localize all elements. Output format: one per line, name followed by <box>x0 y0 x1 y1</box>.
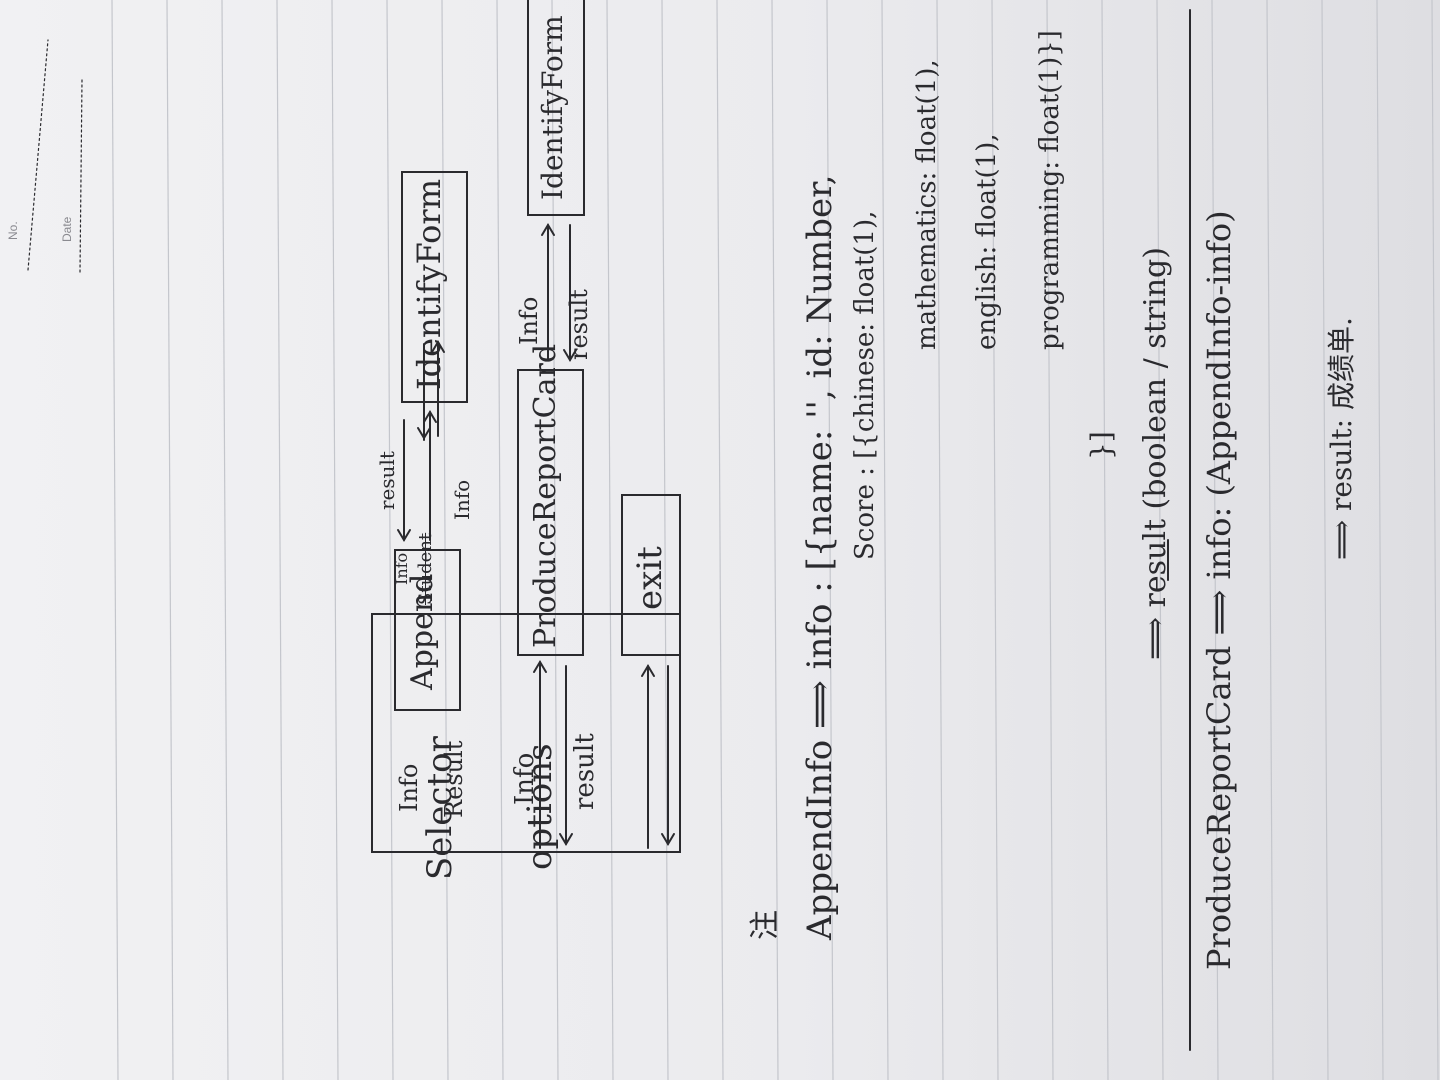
note-english-line: english: float(1), <box>972 133 1002 350</box>
ruling-line <box>1046 0 1054 1080</box>
produce-box <box>517 369 584 656</box>
ruling-line <box>771 0 779 1080</box>
ruling-line <box>881 0 889 1080</box>
append-box-overwrite: Student <box>415 532 436 605</box>
ruling-line <box>1156 0 1164 1080</box>
ruling-line <box>1321 0 1329 1080</box>
note-margin-mark: 注 <box>748 910 783 940</box>
ruling-line <box>991 0 999 1080</box>
note-produce-result-line: ⟹ result: 成绩单. <box>1325 317 1358 560</box>
arrow-label-sel-append-result: Result <box>440 740 468 818</box>
ruling-line <box>1211 0 1219 1080</box>
append-box-insert: Info <box>392 552 411 585</box>
identify-bottom-box <box>527 0 585 216</box>
ruling-line <box>166 0 174 1080</box>
ruling-line <box>716 0 724 1080</box>
arrow-label-produce-identify-result: result <box>565 289 593 360</box>
arrow-label-append-identify-result: result <box>375 451 399 510</box>
append-box <box>394 549 461 711</box>
ruling-line <box>551 0 559 1080</box>
exit-box-label: exit <box>630 546 670 610</box>
ruling-line <box>1376 0 1384 1080</box>
identify-bottom-label: IdentifyForm <box>536 15 569 200</box>
ruling-line <box>1101 0 1109 1080</box>
ruling-line <box>441 0 449 1080</box>
note-produce-line: ProduceReportCard ⟹ info: (AppendInfo-in… <box>1200 210 1238 970</box>
ruling-line <box>221 0 229 1080</box>
ruling-line <box>936 0 944 1080</box>
ruling-line <box>1431 0 1439 1080</box>
arrow-label-produce-identify-info: Info <box>515 296 543 345</box>
identify-top-label: IdentifyForm <box>410 178 448 390</box>
ruling-line <box>111 0 119 1080</box>
note-score-line: Score : [{chinese: float(1), <box>850 210 880 560</box>
arrow-label-sel-append-info: Info <box>395 763 423 812</box>
produce-box-label: ProduceReportCard <box>528 343 563 648</box>
ruling-line <box>606 0 614 1080</box>
identify-top-box <box>401 171 468 403</box>
note-append-line: AppendInfo ⟹ info : [{name: '', id: Numb… <box>800 174 840 941</box>
note-programming-line: programming: float(1)}] <box>1035 30 1065 350</box>
arrow-label-sel-produce-info: Info <box>510 752 540 805</box>
note-math-line: mathematics: float(1), <box>912 59 942 350</box>
exit-box <box>621 494 681 656</box>
ruling-line <box>386 0 394 1080</box>
selector-options-box <box>371 613 681 853</box>
ruling-line <box>331 0 339 1080</box>
note-close-line: }] <box>1085 431 1118 460</box>
arrow-label-append-identify-info: Info <box>450 479 474 520</box>
arrow-label-sel-produce-result: result <box>570 733 600 810</box>
ruling-line <box>496 0 504 1080</box>
note-result-line: ⟹ result (boolean / string) <box>1138 247 1173 660</box>
ruling-line <box>276 0 284 1080</box>
ruling-line <box>826 0 834 1080</box>
ruling-line <box>1266 0 1274 1080</box>
ruling-line <box>661 0 669 1080</box>
